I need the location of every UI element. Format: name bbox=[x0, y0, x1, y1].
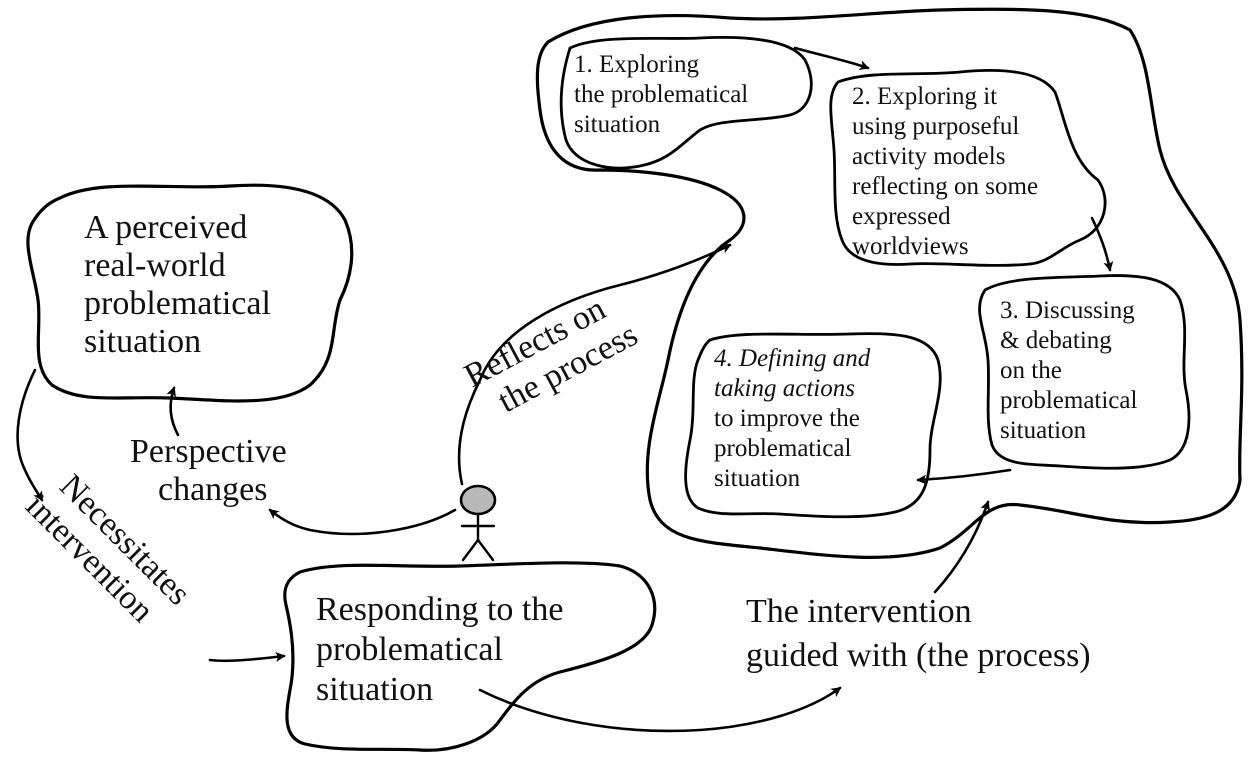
arrow-reflects bbox=[457, 243, 732, 486]
arrow-necessitates bbox=[16, 368, 44, 502]
step3-shape bbox=[978, 274, 1191, 470]
step4-text: 4. Defining and taking actions to improv… bbox=[714, 345, 877, 492]
arrow-3-to-4 bbox=[916, 468, 1012, 485]
step4-shape bbox=[684, 332, 942, 519]
intervention-label: The intervention guided with (the proces… bbox=[746, 593, 1091, 674]
perceived-situation-shape bbox=[26, 183, 354, 403]
perceived-situation-text: A perceived real-world problematical sit… bbox=[84, 209, 279, 360]
responding-situation-shape bbox=[283, 561, 657, 752]
arrow-to-responding bbox=[208, 652, 286, 663]
step2-text: 2. Exploring it using purposeful activit… bbox=[852, 83, 1044, 260]
step3-text: 3. Discussing & debating on the problema… bbox=[1000, 297, 1144, 444]
reflects-label: Reflects on the process bbox=[458, 283, 643, 429]
arrow-1-to-2 bbox=[793, 46, 870, 70]
person-icon bbox=[459, 484, 497, 562]
step1-text: 1. Exploring the problematical situation bbox=[574, 51, 754, 138]
arrow-2-to-3 bbox=[1090, 216, 1114, 272]
arrow-intervention-up bbox=[933, 500, 991, 594]
svg-text:Reflects on the process: Reflects on the process bbox=[458, 283, 643, 429]
step1-shape bbox=[559, 36, 813, 170]
step2-shape bbox=[829, 68, 1107, 267]
responding-situation-text: Responding to the problematical situatio… bbox=[316, 591, 572, 708]
arrow-perspective-out bbox=[268, 508, 457, 536]
arrow-perspective-up bbox=[166, 386, 180, 437]
arrow-intervention bbox=[478, 686, 842, 733]
perspective-label: Perspective changes bbox=[130, 433, 295, 508]
